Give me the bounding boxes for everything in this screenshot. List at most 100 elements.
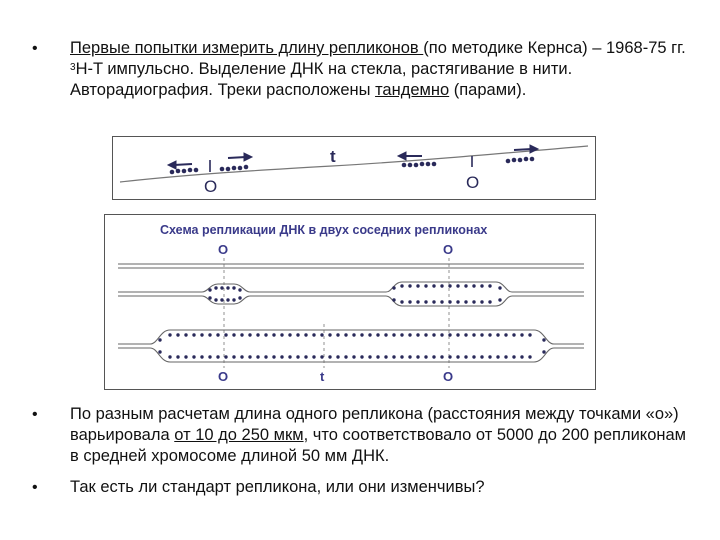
grain: [216, 355, 220, 359]
grain: [432, 333, 436, 337]
grain: [512, 355, 516, 359]
grain: [528, 333, 532, 337]
grain: [336, 333, 340, 337]
merged-bubble-bottom-grains: [168, 355, 532, 359]
grain: [520, 355, 524, 359]
grain: [384, 355, 388, 359]
grain: [336, 355, 340, 359]
grain: [208, 355, 212, 359]
grain: [472, 355, 476, 359]
grain: [360, 355, 364, 359]
grain: [208, 333, 212, 337]
grain: [528, 355, 532, 359]
grain: [320, 355, 324, 359]
grain: [240, 355, 244, 359]
grain: [352, 355, 356, 359]
grain-track-1: [169, 167, 199, 175]
grain: [312, 333, 316, 337]
origin-label-2: O: [466, 173, 479, 192]
merged-bubble-top-grains: [168, 333, 532, 337]
grain: [248, 333, 252, 337]
grain-track-2: [219, 164, 249, 172]
grain: [400, 355, 404, 359]
grain-track-3: [401, 161, 437, 168]
grain: [256, 355, 260, 359]
grain: [392, 355, 396, 359]
grain: [264, 333, 268, 337]
grain: [264, 355, 268, 359]
grain: [392, 333, 396, 337]
arrow-left-2: [396, 151, 422, 161]
bullet-2: • По разным расчетам длина одного реплик…: [32, 404, 690, 467]
grain: [408, 355, 412, 359]
grain: [200, 355, 204, 359]
grain-track-4: [505, 156, 535, 164]
grain: [456, 333, 460, 337]
dna-unreplicated: [118, 263, 584, 269]
grain: [344, 333, 348, 337]
grain: [248, 355, 252, 359]
grain: [376, 355, 380, 359]
bullet-1-underlined: Первые попытки измерить длину репликонов: [70, 39, 424, 57]
bullet-2-text-a: По разным расчетам длина одного репликон…: [70, 405, 679, 444]
grain: [488, 333, 492, 337]
grain: [440, 333, 444, 337]
grain: [440, 355, 444, 359]
grain: [304, 333, 308, 337]
bullet-3: • Так есть ли стандарт репликона, или он…: [32, 477, 690, 498]
dna-merged-bubble: [118, 329, 584, 363]
scheme-terminus-label: t: [320, 369, 325, 384]
grain: [504, 333, 508, 337]
grain: [232, 355, 236, 359]
bullet-1-text: (по методике Кернса) – 1968-75 гг.: [423, 39, 686, 57]
replication-scheme-figure: Схема репликации ДНК в двух соседних реп…: [104, 214, 596, 390]
grain: [472, 333, 476, 337]
bubble-2-grains: [392, 284, 502, 304]
grain: [448, 355, 452, 359]
grain: [376, 333, 380, 337]
grain: [464, 333, 468, 337]
bullet-3-text: Так есть ли стандарт репликона, или они …: [70, 478, 485, 496]
terminus-label: t: [330, 147, 336, 166]
grain: [288, 333, 292, 337]
bullet-2-text-b: , что соответствовало от 5000 до 200 реп…: [70, 426, 687, 465]
grain: [496, 333, 500, 337]
grain: [368, 355, 372, 359]
grain: [408, 333, 412, 337]
grain: [416, 355, 420, 359]
grain: [424, 355, 428, 359]
dna-early-bubbles: [118, 281, 584, 307]
grain: [480, 355, 484, 359]
grain: [328, 355, 332, 359]
grain: [296, 355, 300, 359]
scheme-origin-top-2: O: [443, 242, 453, 257]
grain: [344, 355, 348, 359]
bullet-1-line-3: H-T импульсно. Выделение ДНК на стекла, …: [75, 60, 573, 78]
grain: [280, 333, 284, 337]
scheme-origin-bottom-1: O: [218, 369, 228, 384]
grain: [176, 333, 180, 337]
grain: [304, 355, 308, 359]
grain: [464, 355, 468, 359]
grain: [448, 333, 452, 337]
bullet-2-range: от 10 до 250 мкм: [174, 426, 304, 444]
scheme-title: Схема репликации ДНК в двух соседних реп…: [160, 223, 487, 237]
grain: [200, 333, 204, 337]
grain: [184, 355, 188, 359]
grain: [520, 333, 524, 337]
bullet-1-line-4a: Авторадиография. Треки расположены: [70, 81, 376, 99]
grain: [272, 333, 276, 337]
grain: [352, 333, 356, 337]
grain: [240, 333, 244, 337]
bullet-1: • Первые попытки измерить длину репликон…: [32, 38, 690, 101]
grain: [288, 355, 292, 359]
bullet-1-line-4b: (парами).: [449, 81, 527, 99]
grain: [280, 355, 284, 359]
grain: [312, 355, 316, 359]
grain: [192, 333, 196, 337]
grain: [256, 333, 260, 337]
grain: [416, 333, 420, 337]
merged-bubble-grains: [158, 338, 546, 354]
bubble-1-grains: [208, 286, 242, 302]
dna-fiber: [119, 145, 589, 183]
